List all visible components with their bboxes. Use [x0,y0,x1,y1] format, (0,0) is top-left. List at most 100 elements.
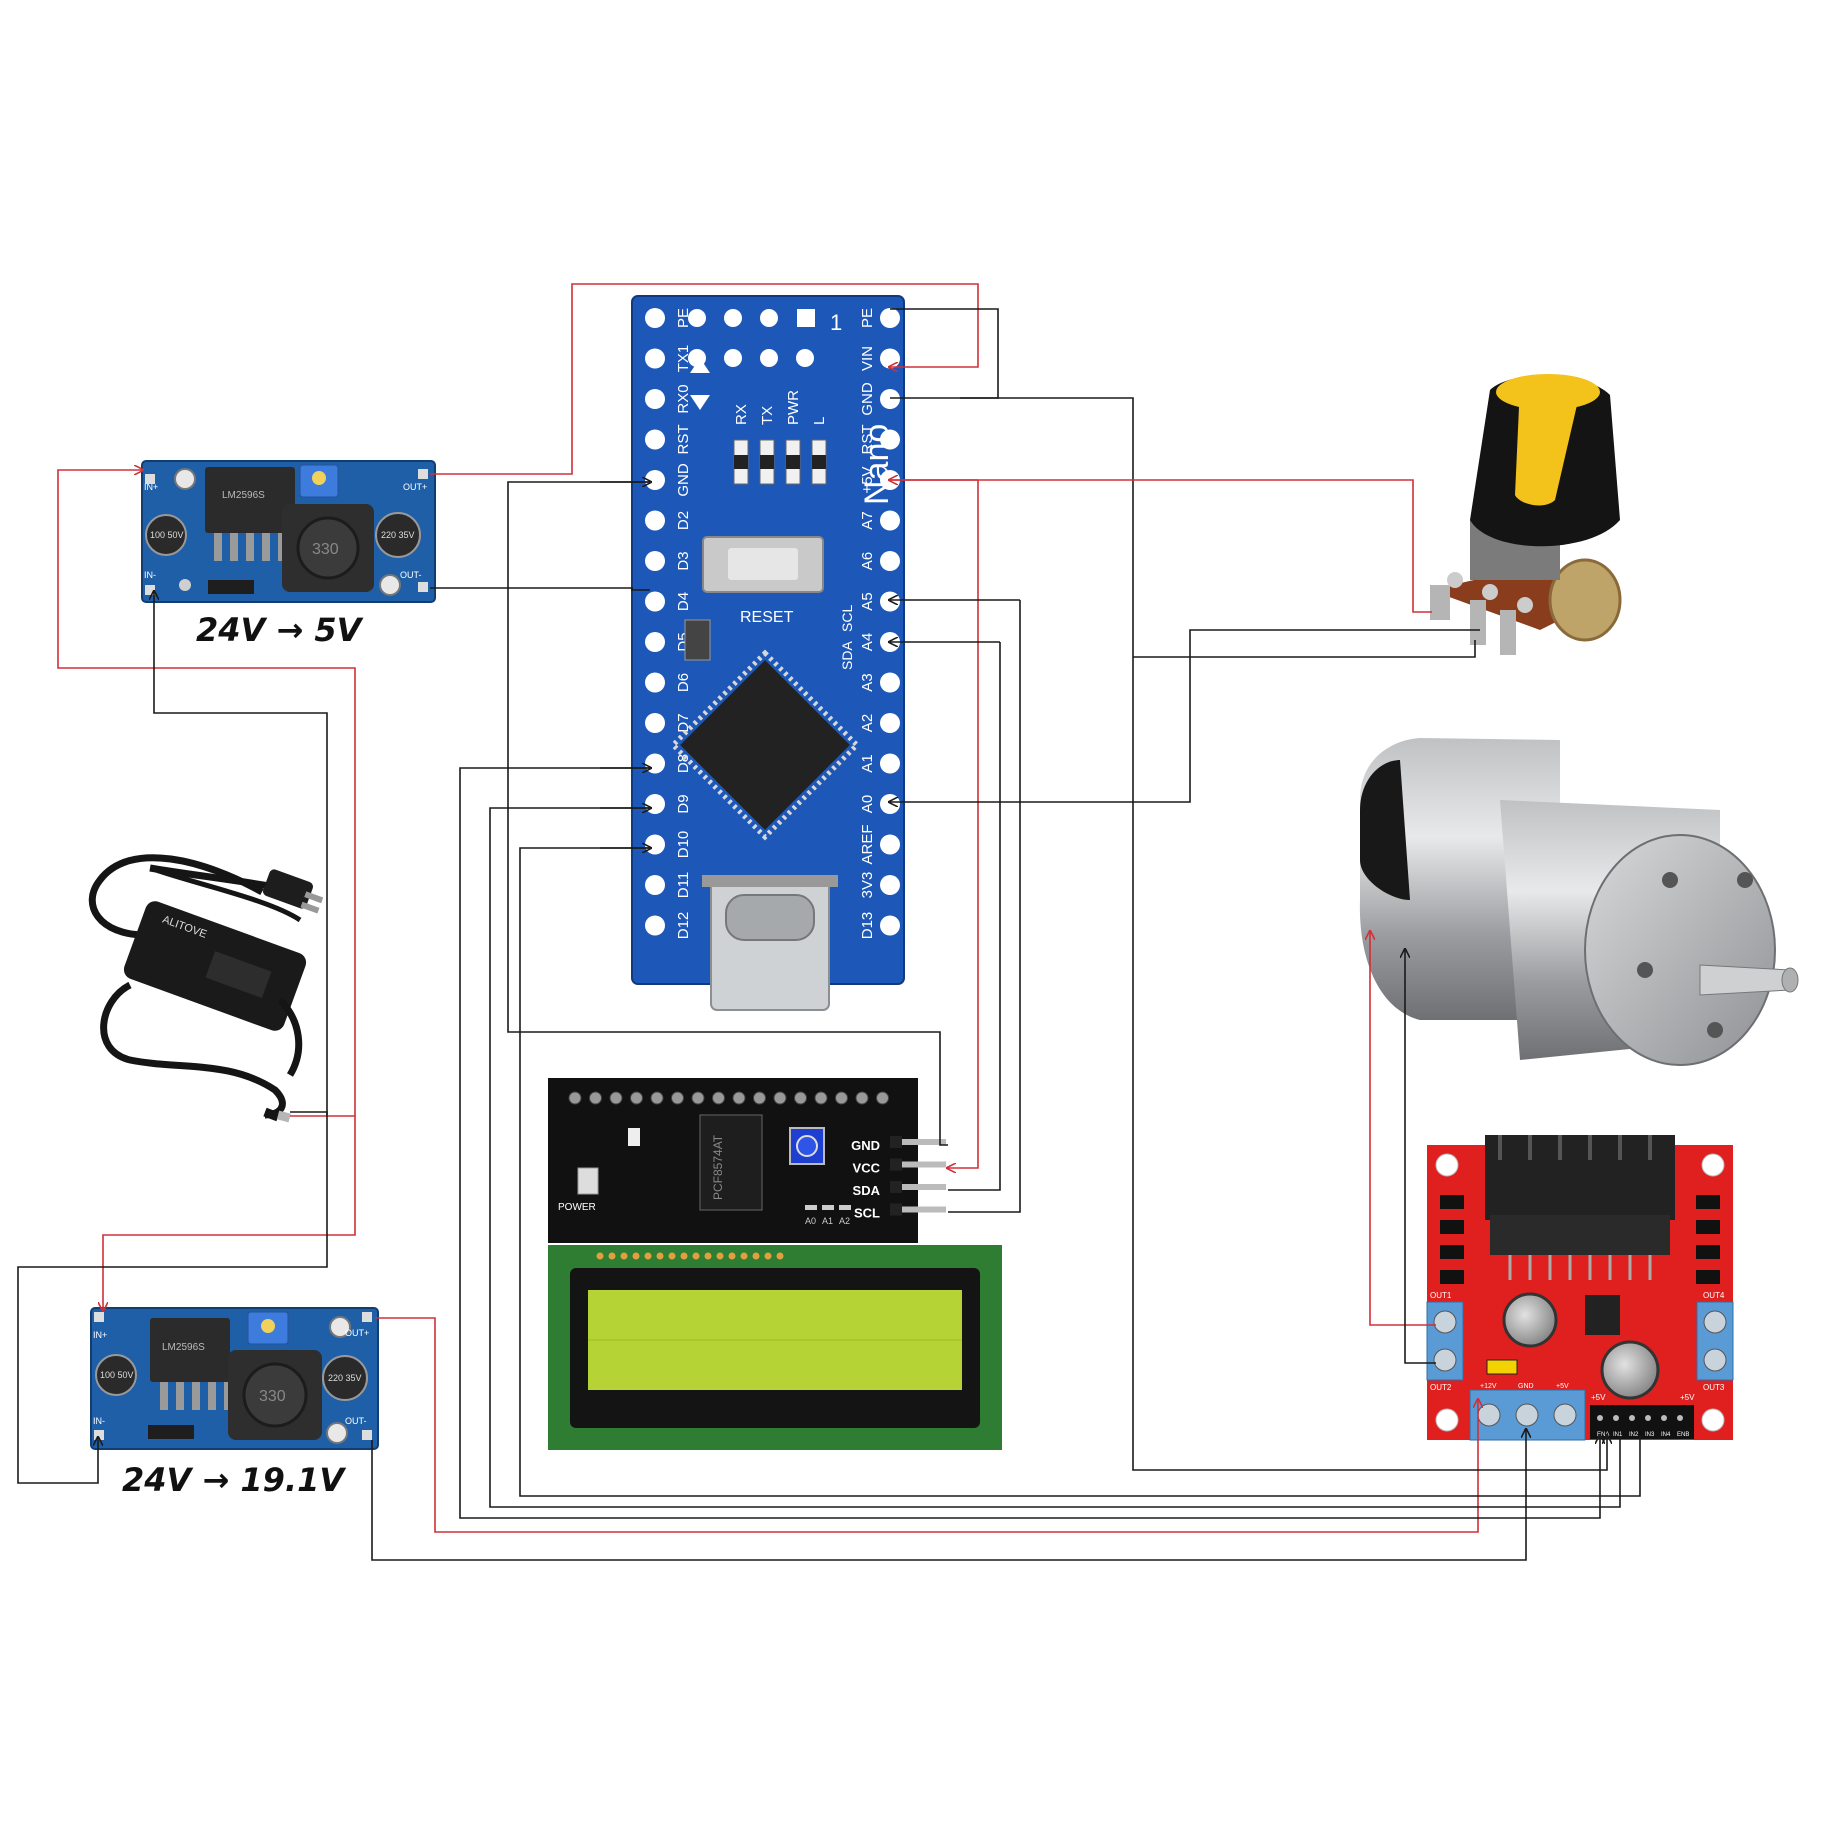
nano-pin-label: A2 [859,714,876,732]
lcd-pin [656,1252,664,1260]
nano-pin-label: A4 [859,633,876,651]
header-pad [712,1091,725,1105]
lcd-pin [740,1252,748,1260]
input-capacitor-label: 100 50V [100,1370,134,1380]
wire-nano-gnd-loop [890,308,999,399]
lcd-pin [620,1252,628,1260]
nano-pin-label: 3V3 [859,872,876,899]
driver-power-label: +5V [1556,1383,1569,1390]
header-pad [876,1091,889,1105]
nano-pin [645,672,665,693]
driver-5v-right-label: +5V [1680,1393,1695,1402]
wire-adapter-minus-to-top-in [154,592,328,1115]
wire-d9-to-driver [489,807,1621,1508]
nano-pin [880,794,900,814]
output-capacitor-label: 220 35V [328,1373,362,1383]
header-pad [732,1091,746,1105]
led-label: TX [759,406,776,425]
nano-pin [880,915,900,936]
nano-pin-label: GND [675,463,692,497]
nano-pin [880,672,900,693]
out4-label: OUT4 [1703,1291,1725,1300]
nano-pin-label: VIN [859,346,876,371]
power-led-label: POWER [558,1202,596,1213]
nano-pin [880,713,900,733]
out2-label: OUT2 [1430,1383,1452,1392]
nano-pin [645,713,665,733]
wire-5v-gnd-to-nano-gnd [430,587,650,591]
wire-adapter-plus-to-bottom-in [103,1115,356,1310]
scl-label: SCL [839,605,855,632]
nano-pin [880,429,900,450]
inductor-label: 330 [259,1388,286,1405]
out3-label: OUT3 [1703,1383,1725,1392]
arduino-nano: PETX1RX0RSTGNDD2D3D4D5D6D7D8D9D10D11D12 … [631,295,905,1011]
nano-pin-label: D9 [675,794,692,813]
header-pad [630,1091,643,1105]
backpack-pin-label: SCL [854,1206,880,1221]
nano-pin-label: RST [859,425,876,455]
header-pad [671,1091,684,1105]
lcd-pin [608,1252,616,1260]
out-minus-label: OUT- [345,1416,367,1426]
wire-adapter-plus-to-top-in [57,470,356,1116]
converter-top-caption: 24V → 5V [196,611,364,649]
wires [17,283,1641,1561]
nano-pin [645,551,665,571]
input-capacitor-label: 100 50V [150,530,184,540]
lcd-pin [632,1252,640,1260]
backpack-pin-label: VCC [853,1161,881,1176]
nano-pin [645,429,665,450]
led-label: PWR [785,390,802,425]
sda-label: SDA [839,641,855,670]
backpack-pin [898,1184,946,1190]
driver-logic-label: IN2 [1629,1432,1639,1438]
wire-adapter-minus-to-bottom-in [17,1111,328,1484]
driver-logic-label: ENB [1677,1432,1689,1438]
nano-pin-label: D13 [859,912,876,940]
nano-pin-label: D12 [675,912,692,940]
header-pad [753,1091,766,1105]
nano-pin-label: PE [675,308,692,328]
nano-pin-label: D4 [675,592,692,611]
nano-pin [645,915,665,936]
wire-nano-gnd-to-pot-and-driver [890,397,1607,1471]
header-pad [568,1091,582,1105]
led-label: L [811,417,828,425]
header-pad [794,1091,807,1105]
backpack-chip-label: PCF8574AT [711,1134,725,1200]
nano-pin [645,794,665,814]
backpack-pin-label: GND [851,1138,880,1153]
nano-pin [645,753,665,774]
converter-bottom-caption: 24V → 19.1V [122,1461,346,1499]
nano-pin-label: A7 [859,511,876,529]
nano-pin-label: D2 [675,511,692,530]
nano-pin [645,591,665,612]
board-name: Nano [858,424,896,505]
nano-pin [645,875,665,895]
nano-pin [880,591,900,612]
address-pad-label: A1 [822,1216,833,1226]
lcd-pin [680,1252,688,1260]
in-minus-label: IN- [144,570,156,580]
nano-pin-label: D6 [675,673,692,692]
nano-pin-label: TX1 [675,345,692,373]
backpack-top-header [568,1091,889,1105]
nano-pin-label: A0 [859,795,876,813]
header-pad [589,1091,602,1105]
nano-pin [645,348,665,369]
lcd-pin [776,1252,784,1260]
output-capacitor-label: 220 35V [381,530,415,540]
nano-pin-label: D3 [675,551,692,570]
in-plus-label: IN+ [144,482,158,492]
nano-pin [880,875,900,895]
nano-pin [645,834,665,855]
nano-pin-label: D10 [675,831,692,859]
lcd-pin [668,1252,676,1260]
lcd-pin [644,1252,652,1260]
